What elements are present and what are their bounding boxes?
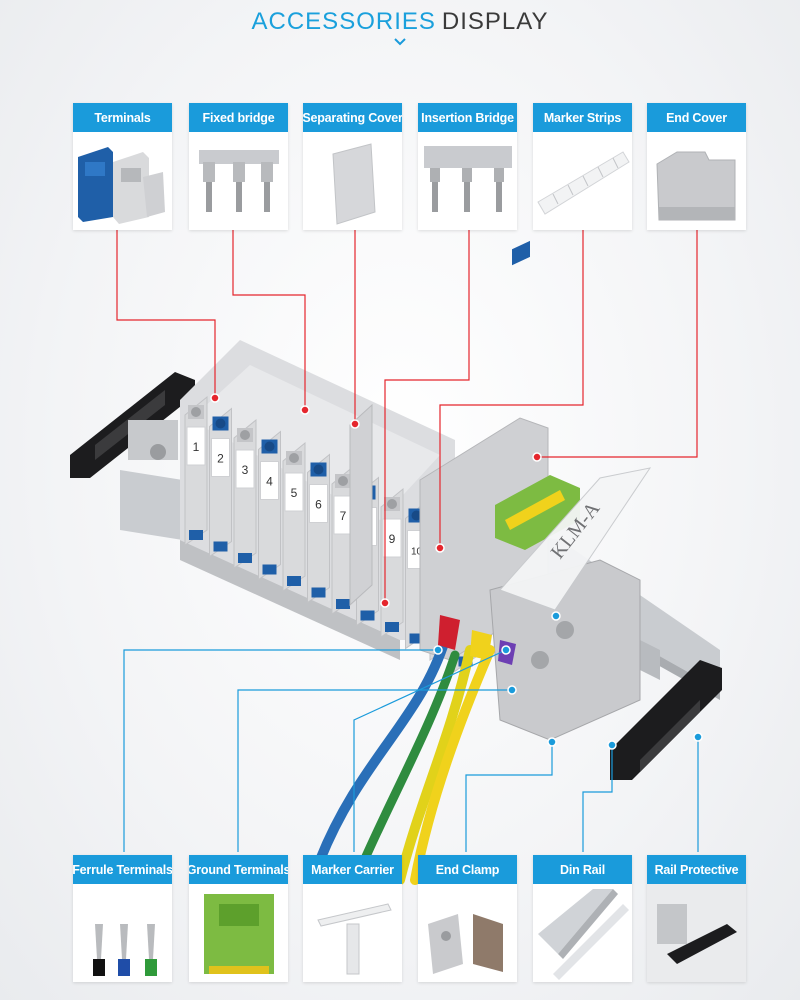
ground-terminals bbox=[495, 240, 580, 550]
callout-lines-bottom bbox=[123, 649, 699, 852]
end-cover-icon bbox=[647, 132, 746, 230]
terminal-number-label: 9 bbox=[389, 532, 396, 546]
din-rail-icon-image bbox=[533, 884, 632, 982]
terminal-screw bbox=[411, 510, 422, 521]
end-cover-card[interactable]: End Cover bbox=[647, 103, 746, 230]
fixed-bridge-card[interactable]: Fixed bridge bbox=[189, 103, 288, 230]
terminal-base-clip bbox=[262, 564, 277, 575]
terminal-screw bbox=[387, 499, 397, 509]
terminal-marker-tag bbox=[260, 461, 279, 500]
insertion-bridge-card[interactable]: Insertion Bridge bbox=[418, 103, 517, 230]
terminal-slice bbox=[209, 407, 232, 558]
title-accent-text: ACCESSORIES bbox=[251, 8, 436, 35]
end-clamp-label: End Clamp bbox=[418, 855, 517, 884]
terminal-slice bbox=[282, 441, 306, 592]
terminal-slice bbox=[233, 418, 257, 569]
terminal-slice bbox=[380, 487, 404, 638]
terminal-base-clip bbox=[409, 633, 424, 644]
terminal-number-label: 5 bbox=[291, 486, 298, 500]
terminals-card[interactable]: Terminals bbox=[73, 103, 172, 230]
marker-strips-label: Marker Strips bbox=[533, 103, 632, 132]
callout-dots-bottom bbox=[433, 611, 703, 750]
marker-strips-icon bbox=[533, 132, 632, 230]
terminal-marker-tag bbox=[382, 518, 402, 558]
insertion-bridge-label: Insertion Bridge bbox=[418, 103, 517, 132]
callout-lines-top bbox=[116, 229, 698, 600]
terminal-base-clip bbox=[360, 610, 375, 621]
rail-protective-icon bbox=[647, 884, 746, 982]
end-clamp-icon bbox=[418, 884, 517, 982]
terminal-number-label: 2 bbox=[217, 452, 224, 466]
ferrule-terminals-icon bbox=[73, 884, 172, 982]
terminal-number-label: 7 bbox=[340, 509, 347, 523]
insertion-bridge-icon bbox=[418, 132, 517, 230]
terminal-slice bbox=[258, 430, 281, 581]
ground-terminal-icon bbox=[189, 884, 288, 982]
terminal-base-clip bbox=[336, 599, 350, 609]
terminal-base-clip bbox=[189, 530, 203, 540]
ground-terminals-card[interactable]: Ground Terminals bbox=[189, 855, 288, 982]
terminal-number-label: 3 bbox=[242, 463, 249, 477]
terminal-screw bbox=[215, 418, 226, 429]
marker-carrier-label-card: Marker Carrier bbox=[303, 855, 402, 884]
fixed-bridge-label: Fixed bridge bbox=[189, 103, 288, 132]
terminal-number-label: 6 bbox=[315, 498, 322, 512]
terminal-screw bbox=[289, 453, 299, 463]
ferrule-terminals-card[interactable]: Ferrule Terminals bbox=[73, 855, 172, 982]
terminal-base-clip bbox=[213, 541, 228, 552]
terminal-slice bbox=[184, 395, 208, 546]
terminal-screw bbox=[313, 464, 324, 475]
ferrule-terminals-label: Ferrule Terminals bbox=[73, 855, 172, 884]
terminal-marker-tag bbox=[284, 472, 304, 512]
terminal-base-clip bbox=[385, 622, 399, 632]
terminal-number-label: 10 bbox=[411, 547, 423, 558]
terminal-screw bbox=[338, 476, 348, 486]
separating-cover-icon bbox=[303, 132, 402, 230]
separating-cover-label: Separating Cover bbox=[303, 103, 402, 132]
terminal-base-clip bbox=[287, 576, 301, 586]
callout-dots-top bbox=[210, 393, 542, 608]
terminal-marker-tag bbox=[211, 438, 230, 477]
terminals-label: Terminals bbox=[73, 103, 172, 132]
cables bbox=[315, 635, 495, 885]
terminal-marker-tag bbox=[186, 426, 206, 466]
marker-carrier-icon bbox=[303, 884, 402, 982]
end-cover-label: End Cover bbox=[647, 103, 746, 132]
right-rail-protective-icon bbox=[610, 660, 722, 780]
rail-protective-label: Rail Protective bbox=[647, 855, 746, 884]
terminal-base-clip bbox=[311, 587, 326, 598]
terminal-screw bbox=[191, 407, 201, 417]
rail-protective-card[interactable]: Rail Protective bbox=[647, 855, 746, 982]
end-clamp-body bbox=[489, 559, 641, 741]
end-clamp-card[interactable]: End Clamp bbox=[418, 855, 517, 982]
terminal-base-clip bbox=[238, 553, 252, 563]
ground-terminals-label: Ground Terminals bbox=[189, 855, 288, 884]
terminal-slice bbox=[307, 453, 330, 604]
chevron-down-icon bbox=[394, 38, 406, 46]
title-dark-text: DISPLAY bbox=[441, 8, 549, 35]
left-rail-protective-icon bbox=[70, 372, 195, 478]
terminal-marker-tag bbox=[309, 484, 328, 523]
separating-cover-card[interactable]: Separating Cover bbox=[303, 103, 402, 230]
terminal-blocks-icon bbox=[73, 132, 172, 230]
din-rail-card[interactable]: Din Rail bbox=[533, 855, 632, 982]
terminal-number-label: 1 bbox=[193, 440, 200, 454]
terminal-screw bbox=[240, 430, 250, 440]
terminal-number-label: 4 bbox=[266, 475, 273, 489]
fixed-bridge-icon bbox=[189, 132, 288, 230]
marker-strips-card[interactable]: Marker Strips bbox=[533, 103, 632, 230]
separating-cover-plate bbox=[349, 403, 373, 607]
terminal-screw bbox=[264, 441, 275, 452]
marker-carrier-card[interactable]: Marker Carrier bbox=[303, 855, 402, 982]
din-rail-label: Din Rail bbox=[533, 855, 632, 884]
terminal-marker-tag bbox=[235, 449, 255, 489]
